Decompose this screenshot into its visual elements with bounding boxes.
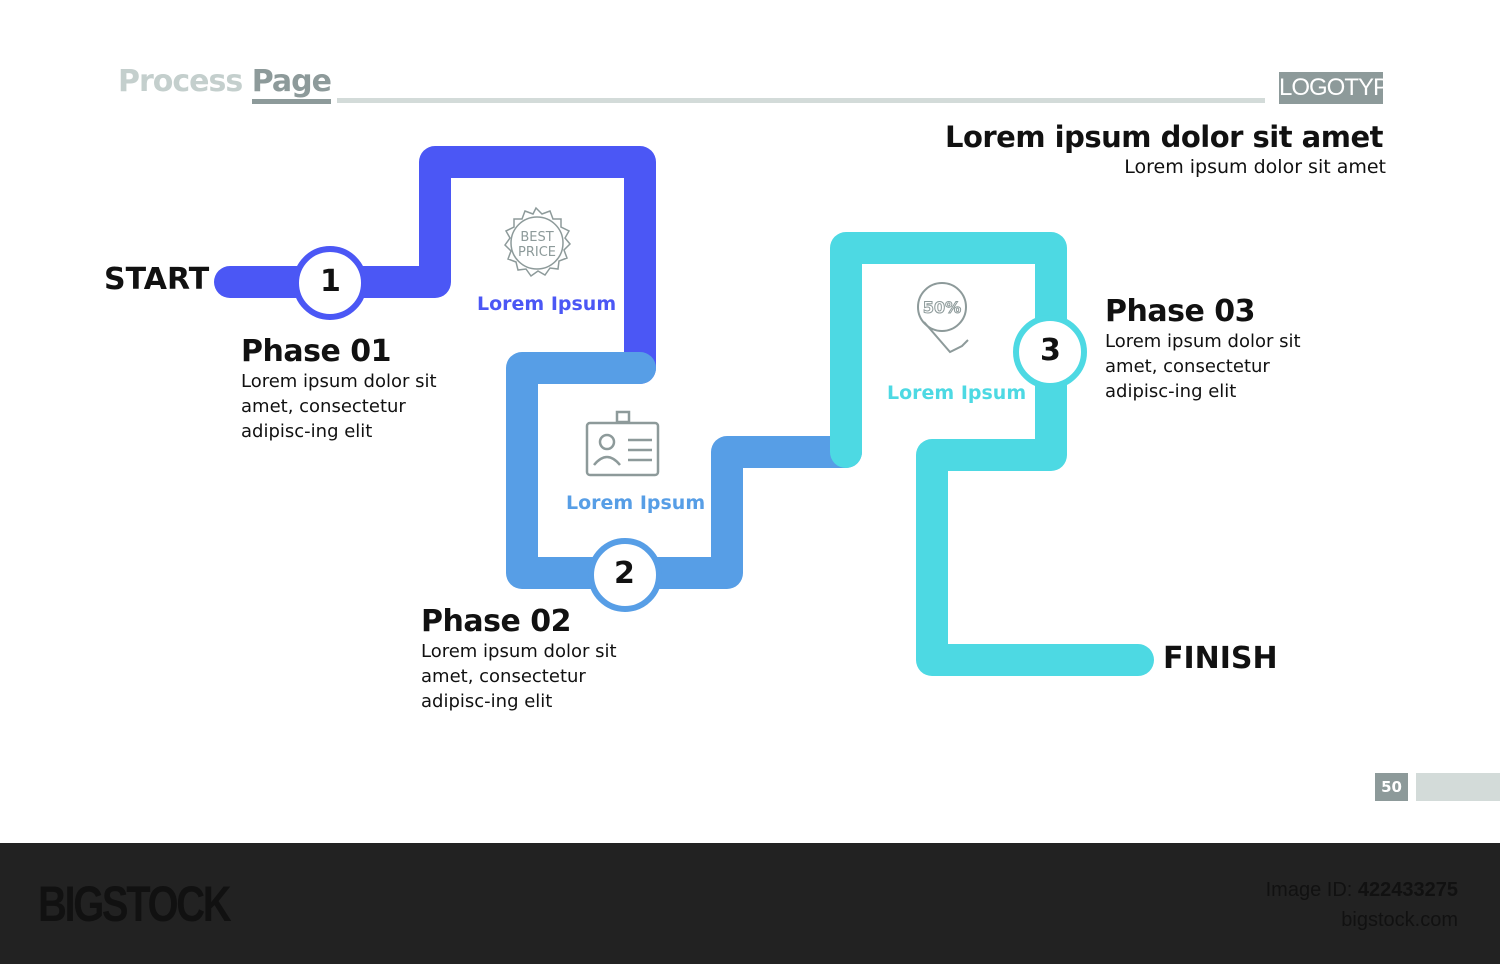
page-title: Process Page bbox=[118, 64, 332, 104]
phase-03-label: Lorem Ipsum bbox=[887, 382, 1027, 404]
badge-text-best: BEST bbox=[520, 230, 553, 245]
step-number-3: 3 bbox=[1040, 333, 1061, 368]
header-rule bbox=[337, 98, 1265, 103]
step-marker-3 bbox=[1013, 315, 1087, 389]
phase-03-text: Phase 03 Lorem ipsum dolor sit amet, con… bbox=[1105, 294, 1345, 404]
discount-tag-hand-icon bbox=[917, 282, 969, 354]
image-id-label: Image ID: bbox=[1265, 879, 1353, 901]
image-id-value: 422433275 bbox=[1357, 879, 1458, 901]
site-link[interactable]: bigstock.com bbox=[1341, 909, 1458, 931]
phase-03-desc: Lorem ipsum dolor sit amet, consectetur … bbox=[1105, 331, 1301, 402]
path-phase-03 bbox=[830, 232, 1154, 676]
finish-label: FINISH bbox=[1163, 641, 1278, 676]
footer-brand-logo: BIGSTOCK bbox=[38, 876, 232, 932]
phase-02-label: Lorem Ipsum bbox=[566, 492, 706, 514]
step-marker-2 bbox=[588, 538, 662, 612]
subheadline: Lorem ipsum dolor sit amet bbox=[1124, 156, 1386, 178]
phase-02-text: Phase 02 Lorem ipsum dolor sit amet, con… bbox=[421, 604, 661, 714]
process-path-diagram: BEST PRICE 50% bbox=[214, 146, 1154, 676]
id-card-icon bbox=[585, 410, 660, 477]
best-price-badge-icon bbox=[504, 206, 572, 278]
badge-text-price: PRICE bbox=[518, 245, 556, 260]
step-number-1: 1 bbox=[320, 264, 341, 299]
title-dark: Page bbox=[251, 64, 332, 104]
phase-03-title: Phase 03 bbox=[1105, 294, 1255, 329]
page-number: 50 bbox=[1375, 773, 1408, 801]
step-number-2: 2 bbox=[614, 556, 635, 591]
image-id: Image ID: 422433275 bigstock.com bbox=[1266, 875, 1458, 935]
step-marker-1 bbox=[293, 246, 367, 320]
headline: Lorem ipsum dolor sit amet bbox=[944, 120, 1384, 154]
phase-01-label: Lorem Ipsum bbox=[477, 293, 617, 315]
phase-01-desc: Lorem ipsum dolor sit amet, consectetur … bbox=[241, 371, 437, 442]
footer bbox=[0, 843, 1500, 964]
start-label: START bbox=[104, 262, 210, 297]
path-phase-02 bbox=[506, 352, 862, 589]
phase-01-text: Phase 01 Lorem ipsum dolor sit amet, con… bbox=[241, 334, 481, 444]
phase-01-title: Phase 01 bbox=[241, 334, 391, 369]
phase-02-desc: Lorem ipsum dolor sit amet, consectetur … bbox=[421, 641, 617, 712]
page-number-bar bbox=[1416, 773, 1500, 801]
title-light: Process bbox=[118, 64, 243, 99]
discount-text: 50% bbox=[923, 298, 961, 317]
phase-02-title: Phase 02 bbox=[421, 604, 571, 639]
